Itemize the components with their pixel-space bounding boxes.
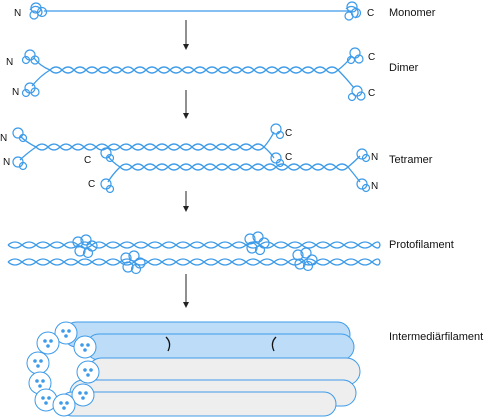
tetramer-c-3-label: C xyxy=(84,155,91,166)
protofilament-head-cluster-1 xyxy=(72,234,98,259)
dimer-n-bottom-label: N xyxy=(12,87,19,98)
dimer-c-heads xyxy=(346,47,366,102)
dimer-c-top-label: C xyxy=(368,52,375,63)
filament-rod-5 xyxy=(59,391,337,417)
filament-twist-mark-1 xyxy=(165,336,171,352)
tetramer-n-4-label: N xyxy=(371,181,378,192)
dimer-n-heads xyxy=(21,49,40,98)
tetramer-n-2-label: N xyxy=(3,157,10,168)
monomer-c-label: C xyxy=(367,8,374,19)
monomer-stage: N C Monomer xyxy=(14,1,436,21)
tetramer-c-1-label: C xyxy=(285,128,292,139)
dimer-c-bottom-label: C xyxy=(368,88,375,99)
protofilament-head-cluster-2 xyxy=(120,250,146,275)
dimer-strand-b xyxy=(49,66,339,74)
filament-subunit-dots xyxy=(33,329,93,410)
monomer-c-head xyxy=(344,1,362,21)
tetramer-n-3-label: N xyxy=(371,152,378,163)
tetramer-c-2-label: C xyxy=(285,152,292,163)
protofilament-upper-strand xyxy=(7,241,381,249)
tetramer-c-4-label: C xyxy=(88,179,95,190)
filament-twist-mark-2 xyxy=(271,336,277,352)
monomer-n-head xyxy=(29,2,48,20)
tetramer-stage: N N C C C C N N Tetramer xyxy=(0,123,433,194)
filament-cross-section xyxy=(26,321,100,417)
monomer-label: Monomer xyxy=(389,7,436,19)
tetramer-n-1-label: N xyxy=(0,133,7,144)
intermediate-filament-label: Intermediärfilament xyxy=(389,331,483,343)
tetramer-label: Tetramer xyxy=(389,154,433,166)
dimer-n-top-label: N xyxy=(6,57,13,68)
tetramer-heads xyxy=(12,123,371,194)
intermediate-filament-stage: Intermediärfilament xyxy=(26,321,483,417)
protofilament-head-cluster-3 xyxy=(244,231,270,256)
protofilament-label: Protofilament xyxy=(389,239,454,251)
protofilament-head-cluster-4 xyxy=(292,247,318,272)
protofilament-stage: Protofilament xyxy=(7,231,454,275)
tetramer-upper-dimer xyxy=(35,143,265,151)
filament-rod-2 xyxy=(85,333,355,361)
monomer-n-label: N xyxy=(14,8,21,19)
protofilament-lower-strand xyxy=(7,258,381,266)
tetramer-lower-dimer xyxy=(119,163,349,171)
dimer-stage: N N C C Dimer xyxy=(6,47,419,102)
dimer-label: Dimer xyxy=(389,62,419,74)
